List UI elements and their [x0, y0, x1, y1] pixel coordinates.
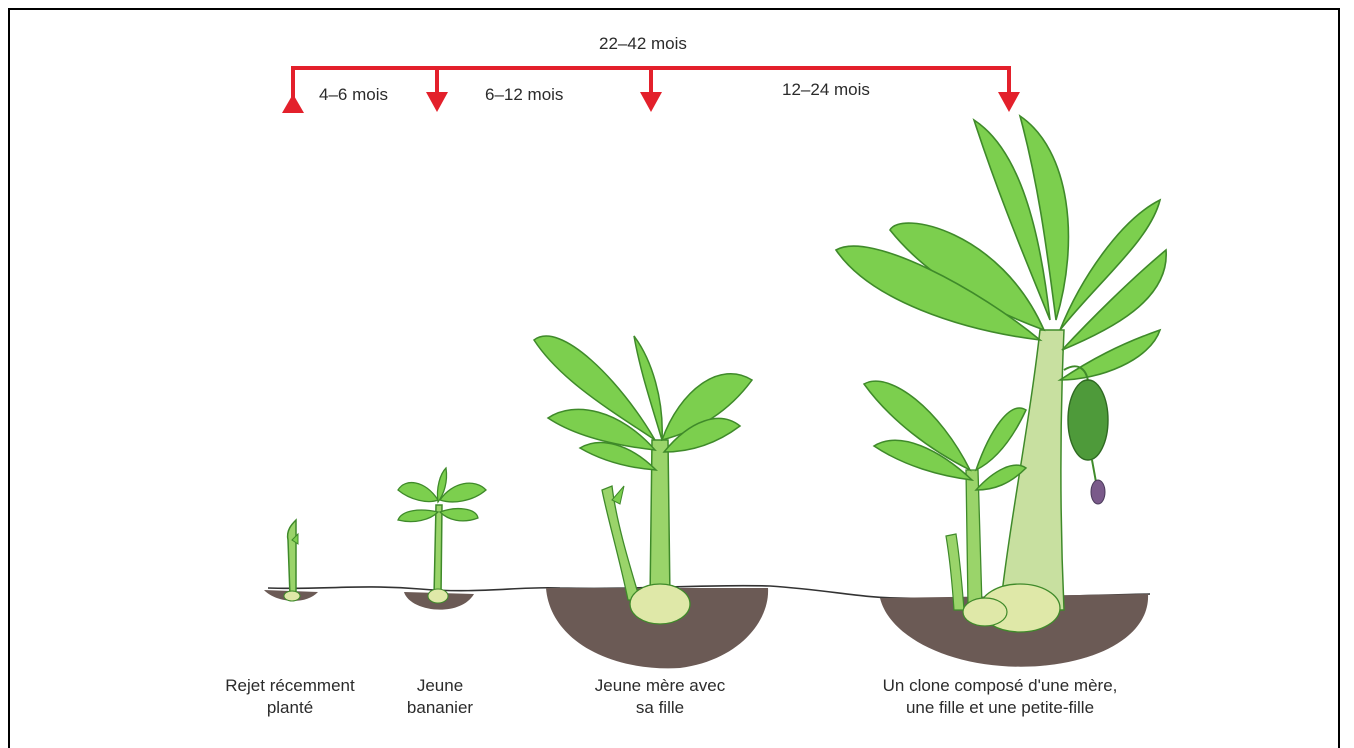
plant-stage-3 — [534, 336, 752, 624]
stage-caption-3: Jeune mère avec sa fille — [560, 675, 760, 719]
timeline-arrow-1 — [426, 92, 448, 112]
stage-caption-2-line2: bananier — [385, 697, 495, 719]
plant-stage-4 — [836, 116, 1166, 632]
timeline — [282, 66, 1020, 113]
stage-caption-3-line1: Jeune mère avec — [560, 675, 760, 697]
stage-caption-4: Un clone composé d'une mère, une fille e… — [850, 675, 1150, 719]
timeline-segment-label-2: 6–12 mois — [485, 85, 563, 105]
plant-stage-2 — [398, 468, 486, 603]
timeline-arrow-2 — [640, 92, 662, 112]
stage-caption-1: Rejet récemment planté — [200, 675, 380, 719]
timeline-segment-label-1: 4–6 mois — [319, 85, 388, 105]
stage-caption-3-line2: sa fille — [560, 697, 760, 719]
stage-caption-2: Jeune bananier — [385, 675, 495, 719]
timeline-start-marker — [282, 94, 304, 113]
banana-flower — [1091, 480, 1105, 504]
banana-bunch — [1068, 380, 1108, 460]
stage-caption-1-line2: planté — [200, 697, 380, 719]
timeline-total-label: 22–42 mois — [599, 34, 687, 54]
stage-caption-4-line2: une fille et une petite-fille — [850, 697, 1150, 719]
timeline-arrow-3 — [998, 92, 1020, 112]
stage-caption-2-line1: Jeune — [385, 675, 495, 697]
timeline-segment-label-3: 12–24 mois — [782, 80, 870, 100]
stage-caption-1-line1: Rejet récemment — [200, 675, 380, 697]
stage-caption-4-line1: Un clone composé d'une mère, — [850, 675, 1150, 697]
